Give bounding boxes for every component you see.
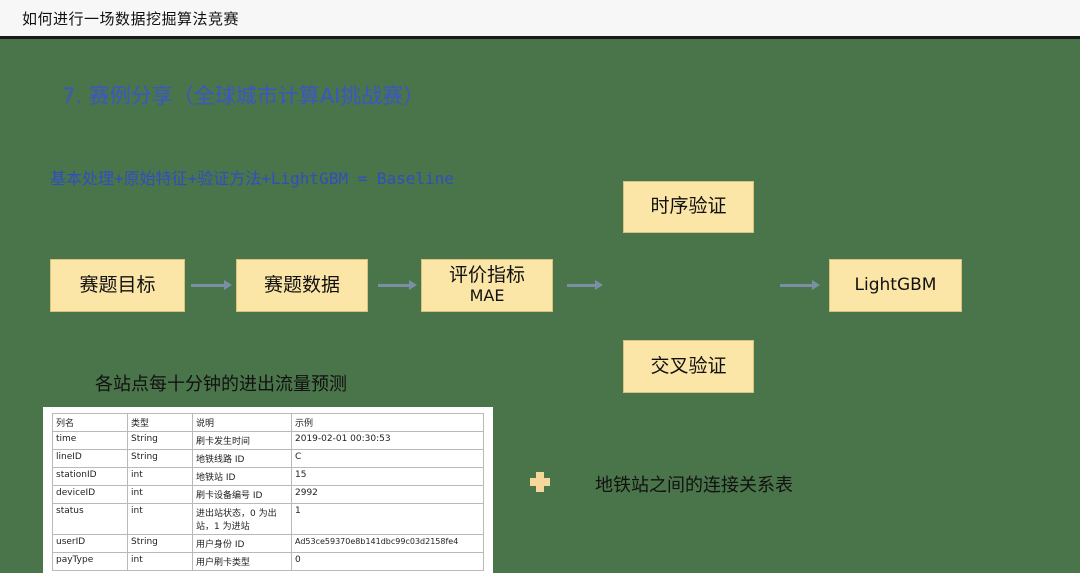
section-title: 7. 赛例分享（全球城市计算AI挑战赛） [62, 84, 425, 108]
table-cell: stationID [52, 467, 128, 486]
baseline-formula: 基本处理+原始特征+验证方法+LightGBM = Baseline [50, 169, 454, 188]
data-table: 列名 类型 说明 示例 time String 刷卡发生时间 2019-02-0… [52, 413, 484, 571]
flow-box-lightgbm-label: LightGBM [854, 274, 937, 295]
table-cell: payType [52, 552, 128, 571]
table-cell: 用户刷卡类型 [192, 552, 292, 571]
table-header-cell: 说明 [192, 413, 292, 432]
table-title: 各站点每十分钟的进出流量预测 [95, 374, 347, 395]
table-cell: int [127, 503, 193, 535]
table-row: stationID int 地铁站 ID 15 [52, 467, 484, 486]
flow-box-lightgbm: LightGBM [829, 259, 962, 312]
flow-box-goal-label: 赛题目标 [79, 273, 156, 296]
flow-box-goal: 赛题目标 [50, 259, 185, 312]
table-cell: 2019-02-01 00:30:53 [291, 431, 484, 450]
table-cell: userID [52, 534, 128, 553]
bullet-cross-icon [530, 472, 550, 492]
table-row: status int 进出站状态，0 为出站，1 为进站 1 [52, 503, 484, 535]
table-cell: 刷卡发生时间 [192, 431, 292, 450]
table-cell: String [127, 431, 193, 450]
table-row: userID String 用户身份 ID Ad53ce59370e8b141d… [52, 534, 484, 553]
table-row: time String 刷卡发生时间 2019-02-01 00:30:53 [52, 431, 484, 450]
table-cell: 15 [291, 467, 484, 486]
table-cell: int [127, 552, 193, 571]
table-row: lineID String 地铁线路 ID C [52, 449, 484, 468]
table-cell: 地铁线路 ID [192, 449, 292, 468]
header-divider [0, 36, 1080, 39]
table-header-cell: 类型 [127, 413, 193, 432]
arrow-right-icon [780, 280, 820, 290]
flow-box-time-validation: 时序验证 [623, 181, 754, 233]
data-table-image: 列名 类型 说明 示例 time String 刷卡发生时间 2019-02-0… [43, 407, 493, 573]
table-cell: String [127, 534, 193, 553]
flow-box-metric-label: 评价指标 [448, 264, 525, 287]
header-title: 如何进行一场数据挖掘算法竞赛 [22, 10, 240, 28]
table-cell: String [127, 449, 193, 468]
table-cell: int [127, 485, 193, 504]
table-cell: 地铁站 ID [192, 467, 292, 486]
table-cell: time [52, 431, 128, 450]
table-row: deviceID int 刷卡设备编号 ID 2992 [52, 485, 484, 504]
connection-table-note: 地铁站之间的连接关系表 [595, 475, 793, 496]
flow-box-data-label: 赛题数据 [263, 273, 340, 296]
table-cell: deviceID [52, 485, 128, 504]
table-cell: 刷卡设备编号 ID [192, 485, 292, 504]
slide-header: 如何进行一场数据挖掘算法竞赛 [0, 0, 1080, 36]
table-cell: Ad53ce59370e8b141dbc99c03d2158fe4 [291, 534, 484, 553]
table-row: payType int 用户刷卡类型 0 [52, 552, 484, 571]
flow-box-cross-validation-label: 交叉验证 [650, 354, 727, 377]
table-header-cell: 列名 [52, 413, 128, 432]
table-header-cell: 示例 [291, 413, 484, 432]
table-cell: int [127, 467, 193, 486]
flow-box-metric-value: MAE [469, 286, 505, 306]
table-cell: lineID [52, 449, 128, 468]
table-cell: 2992 [291, 485, 484, 504]
flow-box-cross-validation: 交叉验证 [623, 340, 754, 393]
table-cell: 进出站状态，0 为出站，1 为进站 [192, 503, 292, 535]
table-cell: status [52, 503, 128, 535]
table-header-row: 列名 类型 说明 示例 [52, 413, 484, 432]
table-cell: 1 [291, 503, 484, 535]
flow-box-data: 赛题数据 [236, 259, 368, 312]
flow-box-metric: 评价指标 MAE [421, 259, 553, 312]
table-cell: C [291, 449, 484, 468]
arrow-right-icon [567, 280, 603, 290]
arrow-right-icon [191, 280, 232, 290]
arrow-right-icon [378, 280, 417, 290]
table-cell: 0 [291, 552, 484, 571]
flow-box-time-validation-label: 时序验证 [650, 195, 727, 218]
table-cell: 用户身份 ID [192, 534, 292, 553]
